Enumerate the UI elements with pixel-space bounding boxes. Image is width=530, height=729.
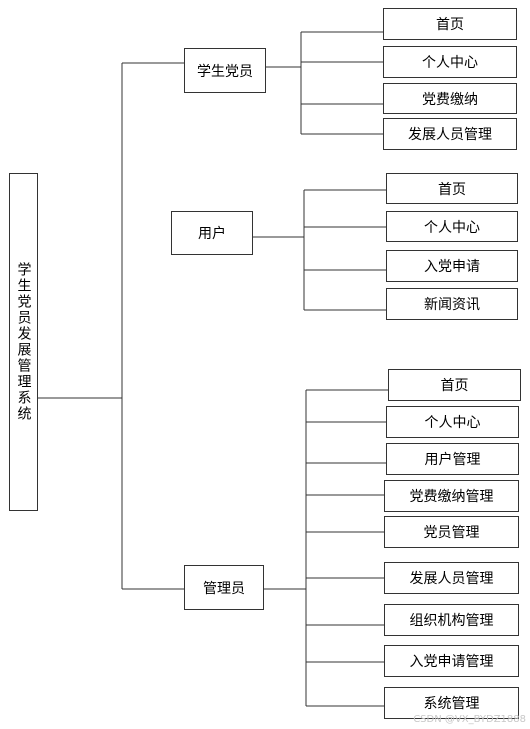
root-label: 学生党员发展管理系统 (15, 262, 32, 422)
function-node: 用户管理 (386, 443, 519, 475)
function-label: 党费缴纳 (422, 91, 478, 108)
function-label: 首页 (436, 17, 464, 33)
function-label: 新闻资讯 (424, 297, 480, 313)
function-label: 首页 (438, 181, 466, 198)
function-label: 个人中心 (424, 415, 481, 431)
role-label: 用户 (198, 226, 226, 242)
function-label: 首页 (440, 378, 469, 394)
role-label: 管理员 (203, 580, 245, 597)
function-label: 入党申请 (424, 259, 480, 275)
root-node: 学生党员发展管理系统 (9, 173, 38, 511)
function-label: 发展人员管理 (409, 571, 494, 587)
function-label: 党费缴纳管理 (409, 489, 494, 505)
role-node-student-member: 学生党员 (184, 48, 266, 93)
function-label: 入党申请管理 (409, 654, 494, 670)
function-label: 组织机构管理 (409, 613, 494, 629)
function-node: 入党申请管理 (384, 645, 519, 677)
role-node-admin: 管理员 (184, 565, 264, 610)
watermark: CSDN @VX_BYDZ1888 (413, 714, 526, 725)
function-node: 发展人员管理 (383, 118, 517, 150)
function-node: 个人中心 (383, 46, 517, 78)
function-node: 发展人员管理 (384, 562, 519, 594)
function-node: 首页 (383, 8, 517, 40)
function-node: 首页 (388, 369, 521, 401)
function-label: 用户管理 (424, 452, 481, 468)
function-node: 首页 (386, 173, 518, 204)
function-label: 系统管理 (423, 696, 480, 712)
function-node: 系统管理 (384, 687, 519, 719)
function-node: 党费缴纳管理 (384, 480, 519, 512)
function-node: 新闻资讯 (386, 288, 518, 320)
role-node-user: 用户 (171, 211, 253, 255)
function-label: 个人中心 (424, 219, 480, 236)
function-node: 党费缴纳 (383, 83, 517, 114)
function-node: 组织机构管理 (384, 604, 519, 636)
function-node: 个人中心 (386, 211, 518, 242)
function-node: 党员管理 (384, 516, 519, 548)
function-label: 党员管理 (423, 525, 480, 541)
function-label: 个人中心 (422, 55, 478, 71)
function-label: 发展人员管理 (408, 127, 492, 143)
function-node: 个人中心 (386, 406, 519, 438)
role-label: 学生党员 (197, 63, 253, 80)
function-node: 入党申请 (386, 250, 518, 282)
